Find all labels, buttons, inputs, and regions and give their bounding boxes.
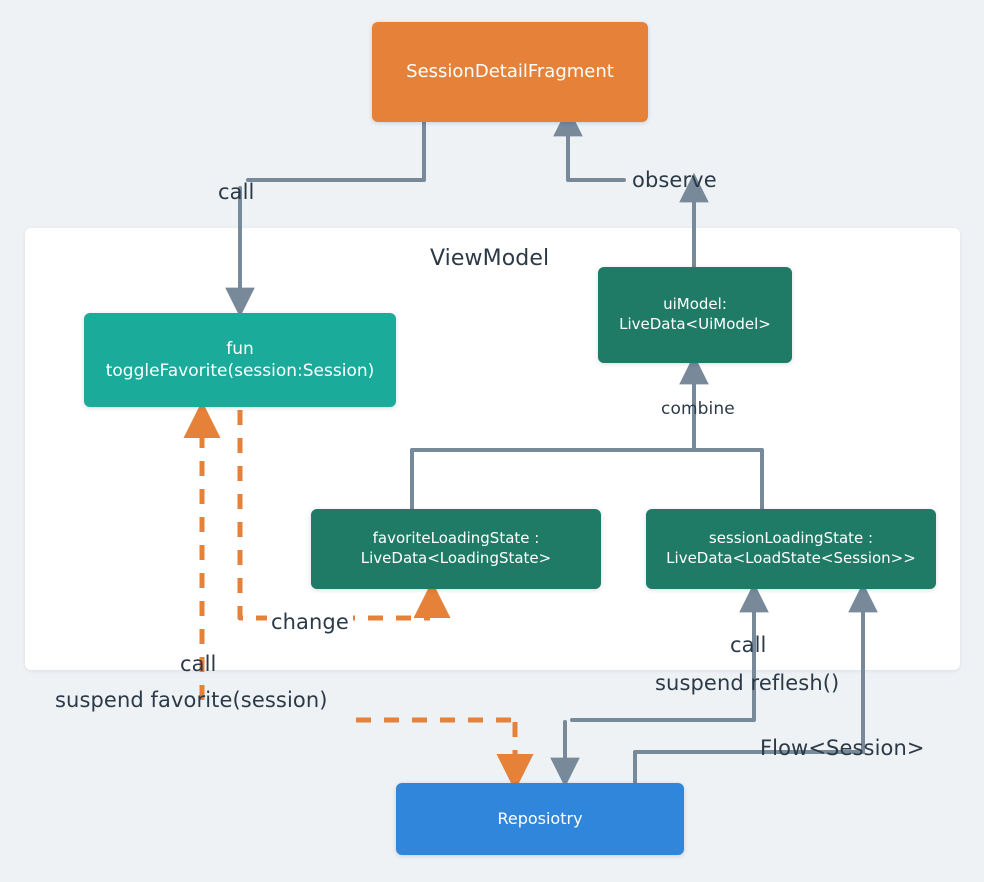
node-session-detail-fragment[interactable]: SessionDetailFragment bbox=[372, 22, 648, 122]
edge-label-call-toggle: call bbox=[218, 180, 255, 204]
node-label: favoriteLoadingState : LiveData<LoadingS… bbox=[360, 529, 552, 567]
node-label: uiModel: LiveData<UiModel> bbox=[619, 295, 771, 333]
edge-label-call-favorite: call bbox=[180, 652, 217, 676]
node-toggle-favorite[interactable]: fun toggleFavorite(session:Session) bbox=[84, 313, 396, 407]
node-repository[interactable]: Reposiotry bbox=[396, 783, 684, 855]
node-session-loading-state[interactable]: sessionLoadingState : LiveData<LoadState… bbox=[646, 509, 936, 589]
node-label: Reposiotry bbox=[497, 809, 583, 829]
edge-label-change: change bbox=[267, 610, 353, 634]
edge-label-suspend-refresh: suspend reflesh() bbox=[655, 671, 840, 695]
node-ui-model[interactable]: uiModel: LiveData<UiModel> bbox=[598, 267, 792, 363]
viewmodel-panel bbox=[25, 228, 960, 670]
edge-label-call-refresh: call bbox=[730, 633, 767, 657]
edge-label-combine: combine bbox=[661, 399, 735, 419]
edge-label-flow-session: Flow<Session> bbox=[760, 736, 925, 760]
wire-observe-elbow bbox=[566, 128, 626, 182]
node-label: SessionDetailFragment bbox=[406, 61, 614, 83]
edge-label-observe: observe bbox=[632, 168, 717, 192]
wire-flow-session bbox=[633, 750, 754, 786]
node-favorite-loading-state[interactable]: favoriteLoadingState : LiveData<LoadingS… bbox=[311, 509, 601, 589]
node-label: sessionLoadingState : LiveData<LoadState… bbox=[666, 529, 916, 567]
viewmodel-panel-title: ViewModel bbox=[430, 246, 550, 271]
node-label: fun toggleFavorite(session:Session) bbox=[105, 338, 375, 381]
edge-label-suspend-favorite: suspend favorite(session) bbox=[55, 688, 328, 712]
wire-call-toggle bbox=[246, 120, 426, 182]
